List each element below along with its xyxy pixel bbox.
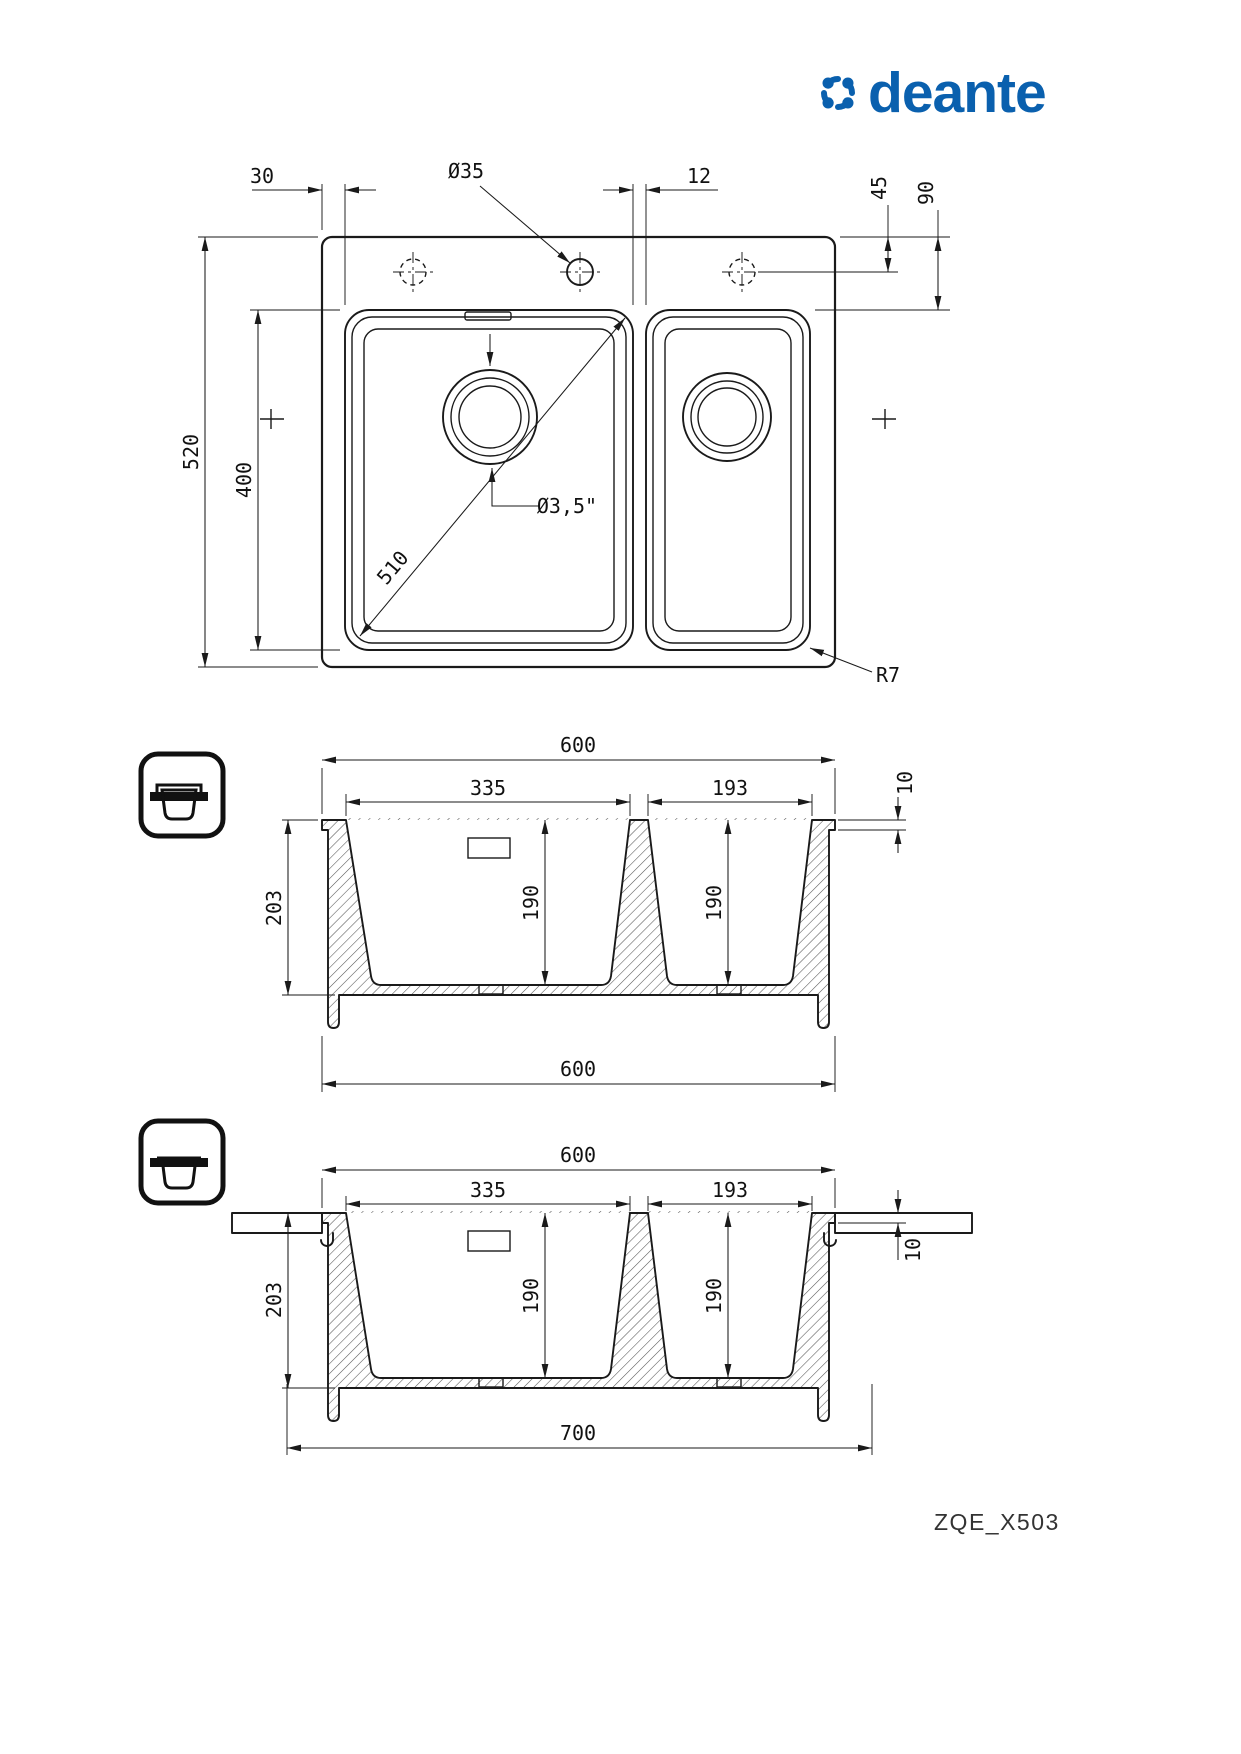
faucet-hole-right-optional [722,252,762,292]
dim-label-r7: R7 [876,663,900,687]
mounting-clip-left [320,1232,334,1247]
s2-dim-190-right: 190 [702,1278,726,1314]
s1-dim-10-group: 10 [838,771,917,853]
dim-label-520: 520 [179,434,203,470]
dim-label-diagonal-510: 510 [372,546,414,589]
s2-dim-10-group: 10 [838,1190,925,1262]
s2-dim-190-left: 190 [519,1278,543,1314]
dim-hole-diameter-group: Ø35 [448,159,571,264]
section1-overflow-slot [467,837,511,859]
section1-material-hatch [322,818,835,1028]
mounting-clip-right [823,1232,837,1247]
s2-dim-10: 10 [901,1238,925,1262]
s2-dim-193-group: 193 [647,1178,813,1211]
dim-90-group: 90 [815,181,950,311]
dim-520-group: 520 [179,236,318,668]
s2-dim-335: 335 [470,1178,506,1202]
section2-drain-main [478,1377,504,1388]
logo-wordmark: deante [868,61,1046,125]
section1-outline [321,819,836,1029]
s1-dim-10: 10 [893,771,917,795]
flush-mount-section-icon [138,1118,226,1206]
s1-dim-203-group: 203 [262,819,335,996]
section2-material-hatch [322,1211,835,1421]
sink-outer-edge [320,235,837,669]
section-plane-mark-left [260,409,284,429]
drain-second-bowl [682,372,772,462]
dim-r7-group: R7 [809,647,900,687]
s1-dim-193: 193 [712,776,748,800]
s2-dim-203-group: 203 [262,1213,335,1389]
brand-logo: deante [821,61,1047,125]
dim-label-45: 45 [867,176,891,200]
s2-dim-193: 193 [712,1178,748,1202]
overflow-slot [464,311,512,321]
section1-drain-main [478,984,504,995]
section-top-mount-view: 600 335 193 10 203 190 [138,733,917,1092]
dim-30-group: 30 [250,164,376,305]
dim-12-group: 12 [603,164,718,305]
section-flush-mount-view: 600 335 193 10 203 190 [138,1118,973,1455]
s2-dim-190-right-group: 190 [702,1213,732,1378]
logo-mark-icon [821,76,855,110]
dim-label-drain: Ø3,5" [537,494,597,518]
faucet-hole-left-optional [393,252,433,292]
s1-dim-190-left-group: 190 [519,820,549,985]
countertop-right [834,1212,973,1234]
second-bowl-outline [645,309,811,651]
s1-dim-190-right: 190 [702,885,726,921]
dim-label-400: 400 [232,462,256,498]
s1-dim-203: 203 [262,890,286,926]
top-view: 30 Ø35 12 45 90 [179,159,950,687]
dim-label-30: 30 [250,164,274,188]
drain-main-bowl [442,369,538,465]
s1-dim-190-left: 190 [519,885,543,921]
s1-dim-600-top-group: 600 [321,733,836,814]
section1-drain-second [716,984,742,995]
s2-dim-700-group: 700 [286,1384,873,1455]
s1-dim-600-top: 600 [560,733,596,757]
dim-label-90: 90 [914,181,938,205]
model-code: ZQE_X503 [934,1509,1060,1535]
s2-dim-190-left-group: 190 [519,1213,549,1378]
s2-dim-700: 700 [560,1421,596,1445]
section-plane-mark-right [872,409,896,429]
dim-400-group: 400 [232,309,340,651]
s2-dim-335-group: 335 [345,1178,631,1211]
section2-overflow-slot [467,1230,511,1252]
s2-dim-203: 203 [262,1282,286,1318]
s1-dim-600-bottom: 600 [560,1057,596,1081]
dim-label-hole-diameter: Ø35 [448,159,484,183]
s1-dim-190-right-group: 190 [702,820,732,985]
section2-outline [321,1212,836,1422]
s1-dim-600-bottom-group: 600 [321,1036,836,1092]
dim-drain-group: Ø3,5" [486,334,597,518]
faucet-hole-center [560,252,600,292]
s2-dim-600-top: 600 [560,1143,596,1167]
dim-45-group: 45 [758,176,950,273]
s1-dim-335-group: 335 [345,776,631,816]
countertop-left [231,1212,323,1234]
s1-dim-193-group: 193 [647,776,813,816]
dim-label-divider-12: 12 [687,164,711,188]
section2-drain-second [716,1377,742,1388]
top-mount-section-icon [138,751,226,839]
s1-dim-335: 335 [470,776,506,800]
s2-dim-600-top-group: 600 [321,1143,836,1208]
